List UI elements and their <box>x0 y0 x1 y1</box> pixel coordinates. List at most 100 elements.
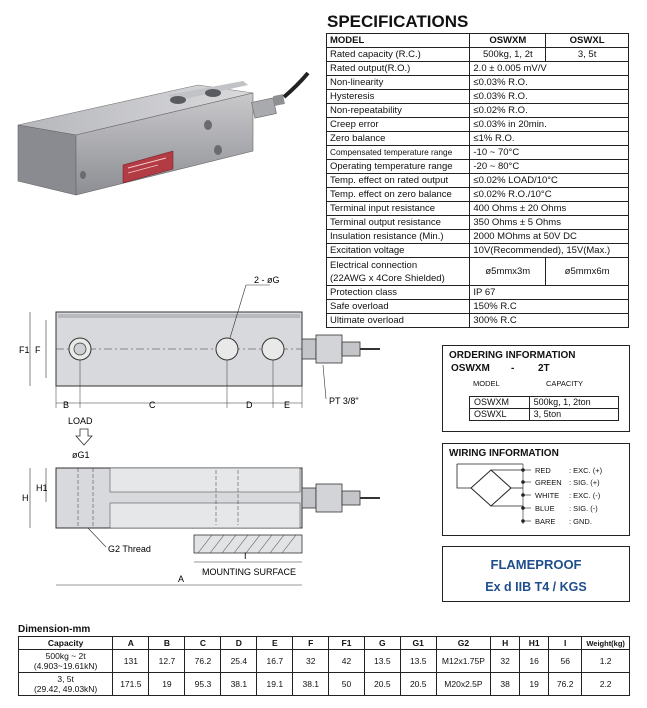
dimension-row: 500kg ~ 2t(4.903~19.61kN) 131 12.7 76.2 … <box>17 649 630 673</box>
spec-row: Insulation resistance (Min.)2000 MOhms a… <box>325 229 629 244</box>
wire-function-label: : GND. <box>569 517 592 526</box>
spec-row: Compensated temperature range-10 ~ 70°C <box>325 145 629 160</box>
spec-label: Operating temperature range <box>325 159 471 174</box>
specifications-title: SPECIFICATIONS <box>327 12 469 31</box>
dimension-row: 3, 5t(29.42, 49.03kN) 171.5 19 95.3 38.1… <box>17 672 630 696</box>
spec-row: Temp. effect on zero balance≤0.02% R.O./… <box>325 187 629 202</box>
spec-value: ø5mmx3m <box>469 257 547 286</box>
dim-label-a: A <box>178 574 184 584</box>
dim-header: I <box>548 636 583 650</box>
dim-value: 38.1 <box>220 672 258 696</box>
dim-label-d: D <box>246 400 253 410</box>
spec-row: Rated output(R.O.)2.0 ± 0.005 mV/V <box>325 61 629 76</box>
dim-header: D <box>220 636 258 650</box>
dim-value: 131 <box>112 649 150 673</box>
spec-label: Excitation voltage <box>325 243 471 258</box>
order-code-model: OSWXM <box>451 363 490 374</box>
spec-value: ≤0.02% LOAD/10°C <box>469 173 629 188</box>
dim-label-f1: F1 <box>19 345 30 355</box>
spec-value: 400 Ohms ± 20 Ohms <box>469 201 629 216</box>
ordering-model: OSWXM <box>469 396 530 409</box>
ordering-model: OSWXL <box>469 408 530 421</box>
dim-capacity: 500kg ~ 2t(4.903~19.61kN) <box>17 649 114 673</box>
spec-label: Insulation resistance (Min.) <box>325 229 471 244</box>
ordering-title: ORDERING INFORMATION <box>449 350 576 361</box>
wire-color-label: RED <box>535 466 551 475</box>
mounting-surface-label: MOUNTING SURFACE <box>202 567 296 577</box>
dim-value: 1.2 <box>581 649 630 673</box>
dim-value: 20.5 <box>363 672 401 696</box>
spec-row: Creep error≤0.03% in 20min. <box>325 117 629 132</box>
spec-label: Terminal input resistance <box>325 201 471 216</box>
wire-color-label: BLUE <box>535 504 555 513</box>
dim-label-h1: H1 <box>36 483 48 493</box>
dim-header: F <box>292 636 330 650</box>
dimension-header-row: Capacity A B C D E F F1 G G1 G2 H H1 I W… <box>17 636 630 650</box>
load-cell-photo <box>17 71 310 196</box>
dim-value: 25.4 <box>220 649 258 673</box>
dim-value: 16.7 <box>256 649 294 673</box>
dim-value: 95.3 <box>184 672 222 696</box>
flameproof-title: FLAMEPROOF <box>490 557 582 572</box>
spec-value: -20 ~ 80°C <box>469 159 629 174</box>
spec-label: Non-repeatability <box>325 103 471 118</box>
dim-value: 13.5 <box>363 649 401 673</box>
spec-row: Non-repeatability≤0.02% R.O. <box>325 103 629 118</box>
flameproof-box: FLAMEPROOF Ex d IIB T4 / KGS <box>442 546 630 602</box>
dim-value: M12x1.75P <box>435 649 492 673</box>
model-sublabel: MODEL <box>473 379 500 388</box>
dim-label-e: E <box>284 400 290 410</box>
ordering-capacity: 500kg, 1, 2ton <box>528 396 620 409</box>
dim-capacity-line2: (4.903~19.61kN) <box>33 661 98 671</box>
spec-value: ø5mmx6m <box>545 257 629 286</box>
spec-header-row: MODEL OSWXM OSWXL <box>325 33 629 48</box>
dim-label-c: C <box>149 400 156 410</box>
spec-value: 150% R.C <box>469 299 629 314</box>
dim-label-b: B <box>63 400 69 410</box>
spec-value: ≤1% R.O. <box>469 131 629 146</box>
flameproof-rating: Ex d IIB T4 / KGS <box>485 580 587 594</box>
dim-value: 32 <box>292 649 330 673</box>
dim-value: M20x2.5P <box>435 672 492 696</box>
spec-row: Rated capacity (R.C.) 500kg, 1, 2t 3, 5t <box>325 47 629 62</box>
spec-row: Operating temperature range-20 ~ 80°C <box>325 159 629 174</box>
specifications-table: MODEL OSWXM OSWXL Rated capacity (R.C.) … <box>325 33 629 328</box>
col-oswxl: OSWXL <box>545 33 629 48</box>
dim-value: 13.5 <box>399 649 437 673</box>
wire-function-label: : EXC. (-) <box>569 491 601 500</box>
spec-row: Zero balance≤1% R.O. <box>325 131 629 146</box>
dim-value: 20.5 <box>399 672 437 696</box>
capacity-sublabel: CAPACITY <box>546 379 583 388</box>
wiring-information-box: WIRING INFORMATION RED : EXC. (+) GREEN … <box>442 443 630 536</box>
dim-value: 16 <box>519 649 550 673</box>
dim-header: Weight(kg) <box>581 636 630 650</box>
dim-capacity-line1: 3, 5t <box>57 674 74 684</box>
dim-value: 12.7 <box>148 649 186 673</box>
dim-capacity: 3, 5t(29.42, 49.03kN) <box>17 672 114 696</box>
wiring-title: WIRING INFORMATION <box>449 448 559 459</box>
dim-label-g: 2 - øG <box>254 275 280 285</box>
order-code-dash: - <box>511 363 515 374</box>
ordering-information-box: ORDERING INFORMATION OSWXM - 2T MODEL CA… <box>442 345 630 432</box>
dim-capacity-line1: 500kg ~ 2t <box>45 651 86 661</box>
elec-label-line2: (22AWG x 4Core Shielded) <box>330 272 445 284</box>
spec-value: 2.0 ± 0.005 mV/V <box>469 61 629 76</box>
spec-value: 500kg, 1, 2t <box>469 47 547 62</box>
dim-value: 19.1 <box>256 672 294 696</box>
dim-header: A <box>112 636 150 650</box>
spec-value: ≤0.02% R.O./10°C <box>469 187 629 202</box>
spec-value: ≤0.03% in 20min. <box>469 117 629 132</box>
dim-label-h: H <box>22 493 29 503</box>
spec-row: Hysteresis≤0.03% R.O. <box>325 89 629 104</box>
spec-value: 350 Ohms ± 5 Ohms <box>469 215 629 230</box>
dim-header: G1 <box>399 636 437 650</box>
spec-row: Temp. effect on rated output≤0.02% LOAD/… <box>325 173 629 188</box>
dim-label-f: F <box>35 345 41 355</box>
spec-label: Rated output(R.O.) <box>325 61 471 76</box>
spec-value: 2000 MOhms at 50V DC <box>469 229 629 244</box>
